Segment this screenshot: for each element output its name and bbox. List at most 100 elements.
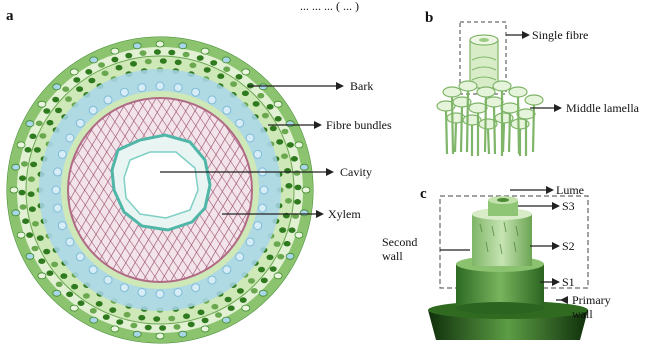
bark-cell bbox=[236, 74, 243, 80]
epidermis-cell bbox=[156, 41, 164, 47]
bark-cell bbox=[38, 258, 45, 264]
bark-cell bbox=[279, 227, 286, 233]
epidermis-cell bbox=[300, 210, 308, 216]
bark-cell bbox=[140, 50, 147, 56]
bark-cell bbox=[111, 57, 118, 63]
fibre-cell bbox=[443, 87, 461, 97]
fibre-stem bbox=[452, 97, 453, 154]
phloem-cell bbox=[208, 276, 216, 284]
fibre-wall-layers bbox=[428, 196, 588, 340]
bark-cell bbox=[62, 86, 69, 92]
label-bark: Bark bbox=[350, 79, 373, 93]
bark-cell bbox=[240, 297, 247, 303]
bark-cell bbox=[225, 297, 232, 303]
phloem-cell bbox=[236, 253, 244, 261]
bark-cell bbox=[34, 147, 41, 153]
phloem-cell bbox=[54, 204, 62, 212]
bark-cell bbox=[198, 310, 205, 316]
bark-cell bbox=[230, 81, 237, 87]
epidermis-cell bbox=[111, 326, 119, 332]
phloem-cell bbox=[246, 238, 254, 246]
epidermis-cell bbox=[295, 142, 303, 148]
phloem-cell bbox=[76, 119, 84, 127]
phloem-cell bbox=[254, 150, 262, 158]
bark-cell bbox=[66, 292, 73, 298]
bark-cell bbox=[138, 315, 145, 321]
epidermis-cell bbox=[38, 273, 46, 279]
bark-cell bbox=[78, 300, 85, 306]
phloem-cell bbox=[246, 134, 254, 142]
bark-cell bbox=[36, 121, 43, 127]
bark-cell bbox=[43, 249, 50, 255]
epidermis-cell bbox=[274, 273, 282, 279]
bark-cell bbox=[20, 204, 27, 210]
epidermis-cell bbox=[17, 232, 25, 238]
label-fibre-bundles: Fibre bundles bbox=[326, 118, 392, 132]
bark-cell bbox=[30, 162, 37, 168]
epidermis-cell bbox=[90, 57, 98, 63]
phloem-cell bbox=[192, 284, 200, 292]
fibre-stem bbox=[503, 123, 504, 152]
fibre-cell bbox=[493, 81, 511, 91]
fibre-cell bbox=[459, 81, 477, 91]
bark-cell bbox=[124, 312, 131, 318]
epidermis-cell bbox=[53, 290, 61, 296]
bark-cell bbox=[287, 142, 294, 148]
bark-cell bbox=[274, 241, 281, 247]
bark-cell bbox=[277, 254, 284, 260]
label-second-wall-line2: wall bbox=[382, 249, 403, 263]
epidermis-cell bbox=[259, 290, 267, 296]
fibre-stem bbox=[488, 129, 489, 154]
phloem-cell bbox=[138, 84, 146, 92]
fibre-cell bbox=[485, 97, 503, 107]
panel-label-c: c bbox=[420, 186, 427, 202]
bark-cell bbox=[28, 176, 35, 182]
phloem-cell bbox=[52, 186, 60, 194]
epidermis-cell bbox=[12, 210, 20, 216]
label-xylem: Xylem bbox=[328, 207, 361, 221]
bark-cell bbox=[153, 316, 160, 322]
bark-cell bbox=[258, 267, 265, 273]
fibre-cell bbox=[517, 109, 535, 119]
bark-cell bbox=[19, 175, 26, 181]
bark-cell bbox=[276, 139, 283, 145]
phloem-cell bbox=[258, 204, 266, 212]
epidermis-cell bbox=[17, 142, 25, 148]
bark-cell bbox=[168, 316, 175, 322]
epidermis-cell bbox=[295, 232, 303, 238]
bark-cell bbox=[159, 325, 166, 331]
fibre-stem bbox=[518, 97, 519, 154]
bark-cell bbox=[46, 270, 53, 276]
bark-cell bbox=[228, 305, 235, 311]
bark-cell bbox=[32, 221, 39, 227]
bark-cell bbox=[76, 86, 83, 92]
fibre-stem bbox=[485, 97, 486, 152]
s2-layer bbox=[472, 214, 532, 266]
bark-cell bbox=[175, 60, 182, 66]
phloem-cell bbox=[54, 168, 62, 176]
bark-cell bbox=[202, 318, 209, 324]
phloem-cell bbox=[138, 288, 146, 296]
bark-cell bbox=[88, 78, 95, 84]
bark-cell bbox=[145, 59, 152, 65]
bark-cell bbox=[275, 116, 282, 122]
bark-cell bbox=[295, 185, 302, 191]
bark-cell bbox=[29, 206, 36, 212]
epidermis-cell bbox=[90, 317, 98, 323]
epidermis-cell bbox=[179, 331, 187, 337]
label-primary-wall-line2: wall bbox=[572, 307, 593, 321]
bark-cell bbox=[83, 293, 90, 299]
fibre-stem bbox=[461, 107, 462, 152]
bark-cell bbox=[217, 73, 224, 79]
epidermis-cell bbox=[302, 187, 310, 193]
bark-cell bbox=[98, 62, 105, 68]
bark-cell bbox=[261, 278, 268, 284]
phloem-cell bbox=[156, 82, 164, 90]
bark-cell bbox=[103, 314, 110, 320]
bark-cell bbox=[116, 65, 123, 71]
bark-cell bbox=[55, 108, 62, 114]
fibre-stem bbox=[455, 123, 456, 152]
epidermis-cell bbox=[201, 48, 209, 54]
epidermis-cell bbox=[242, 69, 250, 75]
bark-cell bbox=[28, 191, 35, 197]
